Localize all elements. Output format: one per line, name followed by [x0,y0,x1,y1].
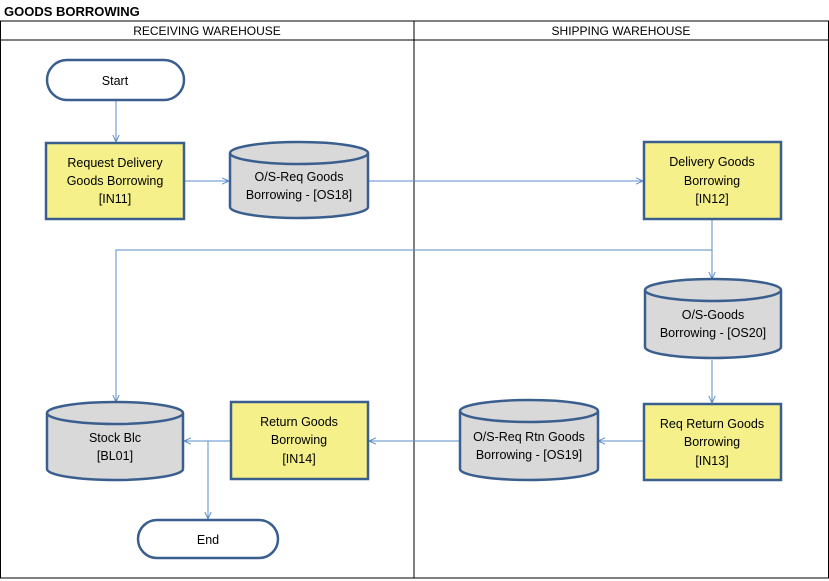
process-in13: Req Return Goods Borrowing [IN13] [642,402,783,482]
lane-label-shipping: SHIPPING WAREHOUSE [552,24,691,38]
diagram-title: GOODS BORROWING [4,4,140,19]
os20-line2: Borrowing - [OS20] [660,326,766,340]
in13-line1: Req Return Goods [660,417,764,431]
end-node: End [136,518,280,560]
connector-in12-to-bl01 [116,249,712,402]
lane-label-receiving: RECEIVING WAREHOUSE [133,24,281,38]
in11-line3: [IN11] [99,192,131,206]
bl01-line2: [BL01] [97,449,133,463]
in12-line2: Borrowing [684,174,740,188]
in12-line3: [IN12] [695,192,728,206]
in11-line1: Request Delivery [67,156,163,170]
process-in11: Request Delivery Goods Borrowing [IN11] [44,141,186,221]
in11-line2: Goods Borrowing [67,174,164,188]
connectors [116,100,712,519]
in13-line3: [IN13] [695,454,728,468]
in12-line1: Delivery Goods [669,155,754,169]
os20-line1: O/S-Goods [682,308,745,322]
os19-line1: O/S-Req Rtn Goods [473,430,585,444]
os18-line1: O/S-Req Goods [255,170,344,184]
in13-line2: Borrowing [684,435,740,449]
datastore-os18: O/S-Req Goods Borrowing - [OS18] [228,140,370,220]
start-label: Start [102,74,129,88]
os19-line2: Borrowing - [OS19] [476,448,582,462]
in14-line3: [IN14] [282,452,315,466]
os18-line2: Borrowing - [OS18] [246,188,352,202]
datastore-bl01: Stock Blc [BL01] [45,400,185,482]
process-in14: Return Goods Borrowing [IN14] [229,400,370,481]
datastore-os20: O/S-Goods Borrowing - [OS20] [643,277,783,360]
end-label: End [197,533,219,547]
datastore-os19: O/S-Req Rtn Goods Borrowing - [OS19] [458,398,600,482]
bl01-line1: Stock Blc [89,431,141,445]
start-node: Start [45,58,186,102]
process-in12: Delivery Goods Borrowing [IN12] [642,140,783,221]
in14-line2: Borrowing [271,433,327,447]
in14-line1: Return Goods [260,415,338,429]
